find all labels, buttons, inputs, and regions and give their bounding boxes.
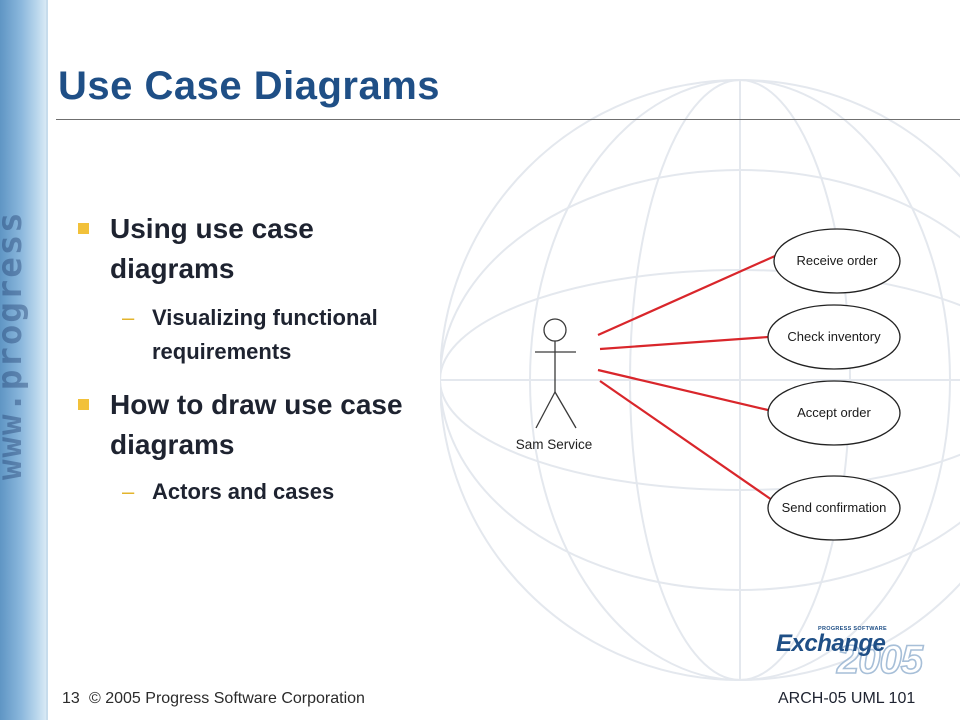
sub-bullet-visualizing-requirements: – Visualizing functional requirements [70, 301, 470, 369]
use-case-label: Accept order [797, 405, 871, 420]
actor-right-leg [554, 391, 577, 429]
sub-bullet-text-line: requirements [152, 339, 292, 364]
dash-bullet-icon: – [122, 305, 135, 330]
bullet-using-use-case-diagrams: Using use case diagrams [70, 209, 470, 289]
actor-figure [535, 318, 577, 429]
bullet-text-line: Using use case [110, 213, 314, 244]
association-check-inventory [599, 335, 769, 351]
bullet-text-line: diagrams [110, 429, 235, 460]
globe-background [440, 79, 960, 681]
association-lines [597, 254, 776, 501]
association-send-confirmation [599, 380, 773, 501]
bullet-text-line: diagrams [110, 253, 235, 284]
square-bullet-icon [78, 399, 89, 410]
bullet-text-line: How to draw use case [110, 389, 403, 420]
logo-year: 2005 [836, 637, 924, 683]
logo-word: Exchange [776, 630, 886, 657]
sub-bullet-text-line: Actors and cases [152, 479, 335, 504]
association-accept-order [597, 368, 769, 412]
use-case-check-inventory: Check inventory [767, 304, 901, 370]
actor-label: Sam Service [516, 437, 593, 452]
slide-number: 13 [62, 690, 80, 707]
use-case-receive-order: Receive order [773, 228, 901, 294]
use-case-accept-order: Accept order [767, 380, 901, 446]
sub-bullet-actors-and-cases: – Actors and cases [70, 475, 470, 509]
actor-left-leg [535, 391, 556, 429]
square-bullet-icon [78, 223, 89, 234]
use-case-send-confirmation: Send confirmation [767, 475, 901, 541]
copyright-text: © 2005 Progress Software Corporation [89, 690, 365, 707]
use-case-label: Receive order [797, 253, 879, 268]
association-receive-order [597, 254, 776, 337]
bullet-how-to-draw: How to draw use case diagrams [70, 385, 470, 465]
left-accent-edge [46, 0, 48, 720]
dash-bullet-icon: – [122, 479, 135, 504]
use-case-label: Check inventory [787, 329, 881, 344]
exchange-2005-logo: 2005 Exchange PROGRESS SOFTWARE [776, 626, 926, 686]
left-accent-bar [0, 0, 46, 720]
bullet-list: Using use case diagrams – Visualizing fu… [70, 209, 470, 509]
sub-bullet-text-line: Visualizing functional [152, 305, 378, 330]
session-code: ARCH-05 UML 101 [778, 690, 916, 707]
title-divider [56, 119, 960, 120]
actor-head [543, 318, 567, 342]
use-case-label: Send confirmation [782, 500, 887, 515]
logo-tagline: PROGRESS SOFTWARE [818, 626, 887, 632]
slide-title: Use Case Diagrams [58, 64, 441, 108]
